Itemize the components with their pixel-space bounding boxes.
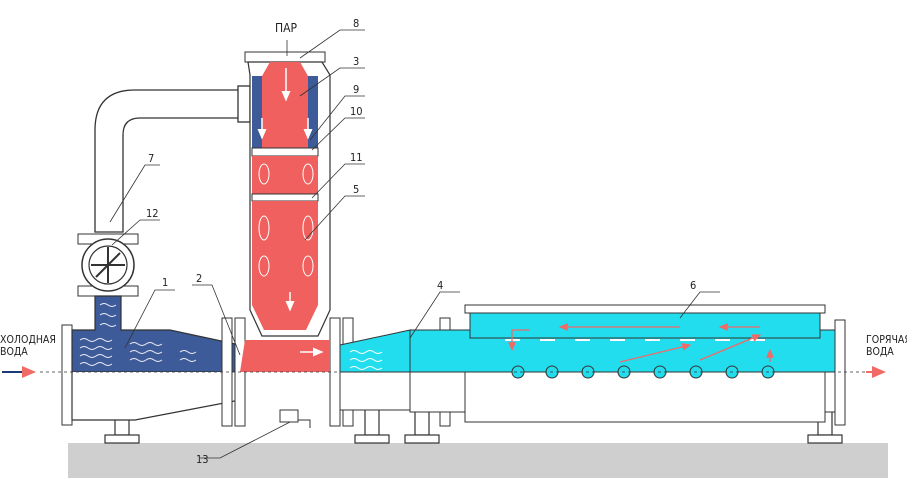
- leader-lines: [109, 29, 720, 459]
- steam-column: [240, 51, 331, 372]
- callout-4: 4: [437, 279, 444, 292]
- callout-2: 2: [196, 272, 203, 285]
- callout-12: 12: [146, 207, 159, 220]
- diffuser-section: [339, 329, 411, 411]
- cold-water-section: [61, 295, 241, 426]
- steam-label: ПАР: [275, 21, 298, 35]
- hot-water-label-line2: ВОДА: [866, 346, 894, 358]
- callout-11: 11: [350, 151, 363, 164]
- callout-5: 5: [353, 183, 360, 196]
- callout-3: 3: [353, 55, 360, 68]
- callout-1: 1: [162, 276, 169, 289]
- bypass-pipe: [94, 85, 251, 233]
- callout-8: 8: [353, 17, 360, 30]
- callout-7: 7: [148, 152, 155, 165]
- drain-valve: [279, 409, 311, 428]
- callout-9: 9: [353, 83, 360, 96]
- callout-6: 6: [690, 279, 697, 292]
- heat-exchanger: [409, 304, 846, 426]
- cold-water-label-line1: ХОЛОДНАЯ: [0, 334, 56, 346]
- cold-water-label-line2: ВОДА: [0, 346, 28, 358]
- callout-10: 10: [350, 105, 363, 118]
- ground-base: [68, 443, 888, 478]
- hot-water-label-line1: ГОРЯЧАЯ: [866, 334, 907, 346]
- callout-13: 13: [196, 453, 209, 466]
